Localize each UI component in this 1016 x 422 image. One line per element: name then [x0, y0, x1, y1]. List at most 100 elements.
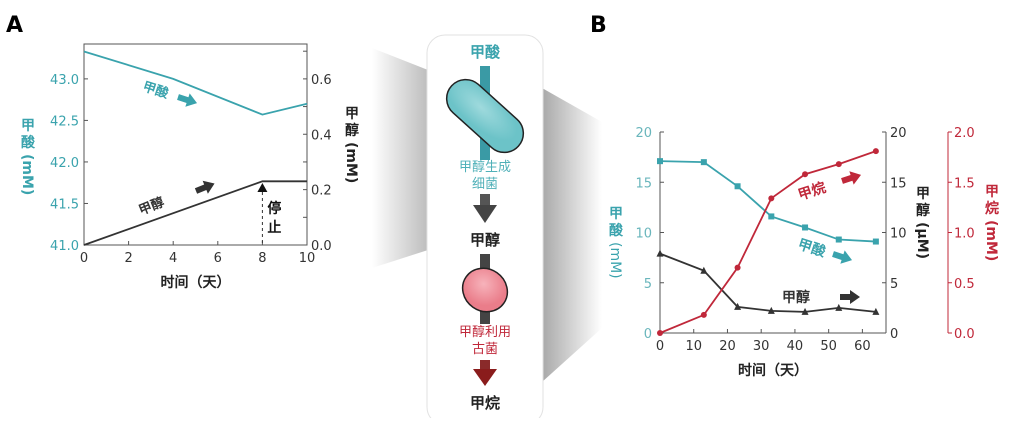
- y-tick-label-mid: 10: [890, 227, 907, 242]
- stop-arrow-icon: [257, 183, 268, 192]
- data-point-methane: [802, 171, 809, 178]
- x-tick-label: 0: [80, 251, 88, 266]
- y-tick-label-left: 42.5: [50, 114, 79, 129]
- y-tick-label-left: 0: [644, 327, 652, 342]
- y-tick-label-right: 1.5: [954, 176, 975, 191]
- data-point-methanol: [734, 302, 742, 310]
- series-line-methanol: [83, 180, 307, 246]
- data-point-methanol: [872, 307, 880, 315]
- diagram-bacteria-line1: 甲醇生成: [459, 159, 511, 175]
- diagram-bacteria-line2: 细菌: [472, 177, 498, 192]
- axis-label-unit: (mM): [343, 142, 359, 183]
- data-point-methane: [734, 264, 741, 271]
- plot-frame: [83, 43, 308, 246]
- arrow-right-icon: [841, 171, 862, 185]
- axis-label-unit: (μM): [914, 222, 930, 259]
- x-tick-label: 6: [214, 251, 222, 266]
- x-tick-label: 60: [854, 339, 871, 354]
- arrow-stem: [480, 194, 490, 206]
- arrow-down-icon: [473, 369, 497, 386]
- y-tick-label-mid: 0: [890, 327, 898, 342]
- x-tick-label: 40: [787, 339, 804, 354]
- zoom-funnel-right: [542, 88, 602, 382]
- diagram-archaea-line2: 古菌: [472, 342, 498, 357]
- data-point-methanol: [656, 249, 664, 257]
- data-point-methanol: [801, 307, 809, 315]
- y-tick-label-right: 2.0: [954, 126, 975, 141]
- data-point-methane: [657, 330, 663, 336]
- y-tick-label-left: 42.0: [50, 156, 79, 171]
- x-tick-label: 10: [299, 251, 316, 266]
- axis-label-unit: (mM): [19, 154, 35, 195]
- arrow-right-icon: [177, 93, 198, 107]
- arrow-right-icon: [840, 290, 860, 304]
- series-label-methanol: 甲醇: [782, 289, 810, 306]
- stop-label-char: 停: [267, 200, 281, 217]
- series-label-formate: 甲酸: [141, 79, 172, 103]
- axis-label-char: 甲: [985, 184, 999, 200]
- arrow-right-icon: [832, 250, 853, 264]
- y-tick-label-right: 0.5: [954, 277, 975, 292]
- x-tick-label: 10: [685, 339, 702, 354]
- diagram-archaea-line1: 甲醇利用: [459, 324, 511, 340]
- stop-label-char: 止: [267, 219, 281, 236]
- axis-label-char: 甲: [345, 106, 359, 122]
- x-tick-label: 8: [258, 251, 266, 266]
- series-line-formate: [659, 160, 876, 243]
- data-point-formate: [768, 213, 775, 220]
- y-tick-label-mid: 15: [890, 176, 907, 191]
- series-label-formate: 甲酸: [796, 236, 829, 261]
- data-point-methane: [835, 161, 842, 168]
- axis-label-char: 甲: [21, 118, 35, 134]
- data-point-formate: [700, 159, 707, 166]
- data-point-methanol: [700, 266, 708, 274]
- x-tick-label: 50: [820, 339, 837, 354]
- y-tick-label-mid: 20: [890, 126, 907, 141]
- bacteria-cell-icon: [445, 78, 525, 154]
- data-point-formate: [872, 238, 879, 245]
- data-point-methane: [700, 311, 707, 318]
- axis-label-unit: (mM): [983, 220, 999, 261]
- y-tick-label-right: 0.2: [311, 184, 332, 199]
- axis-label-unit: (mM): [607, 242, 623, 279]
- y-tick-label-right: 1.0: [954, 227, 975, 242]
- x-tick-label: 0: [656, 339, 664, 354]
- axis-label-char: 甲: [916, 186, 930, 202]
- series-line-formate: [83, 50, 308, 116]
- data-point-methanol: [767, 306, 775, 314]
- pathway-diagram: 甲酸 甲醇生成 细菌 甲醇 甲醇利用 古菌 甲烷: [372, 34, 602, 422]
- arrow-stem: [480, 360, 490, 370]
- diagram-formate: 甲酸: [470, 43, 501, 61]
- y-tick-label-right: 0.6: [311, 73, 332, 88]
- zoom-funnel-left: [372, 48, 428, 268]
- x-tick-label: 4: [169, 251, 177, 266]
- y-tick-label-mid: 5: [890, 277, 898, 292]
- y-tick-label-right: 0.0: [311, 239, 332, 254]
- y-tick-label-left: 15: [635, 176, 652, 191]
- arrow-down-icon: [473, 205, 497, 223]
- data-point-methanol: [835, 303, 843, 311]
- series-label-methane: 甲烷: [796, 179, 828, 204]
- axis-label-char: 醇: [916, 202, 930, 219]
- series-label-methanol: 甲醇: [137, 194, 167, 219]
- data-point-formate: [734, 183, 741, 190]
- diagram-methanol: 甲醇: [470, 231, 500, 249]
- axis-label-char: 甲: [609, 206, 623, 222]
- x-axis-label: 时间（天）: [161, 274, 231, 291]
- x-axis-label: 时间（天）: [738, 362, 808, 379]
- data-point-methane: [872, 148, 879, 155]
- data-point-formate: [657, 158, 663, 165]
- data-point-formate: [802, 224, 809, 231]
- arrow-right-icon: [194, 180, 215, 194]
- diagram-methane: 甲烷: [470, 394, 500, 412]
- axis-label-char: 烷: [985, 200, 999, 217]
- y-tick-label-left: 41.0: [50, 239, 79, 254]
- y-tick-label-right: 0.4: [311, 128, 332, 143]
- y-tick-label-left: 10: [635, 227, 652, 242]
- axis-label-char: 醇: [345, 122, 359, 139]
- panel-a-label: A: [6, 13, 23, 38]
- y-tick-label-right: 0.0: [954, 327, 975, 342]
- x-tick-label: 2: [124, 251, 132, 266]
